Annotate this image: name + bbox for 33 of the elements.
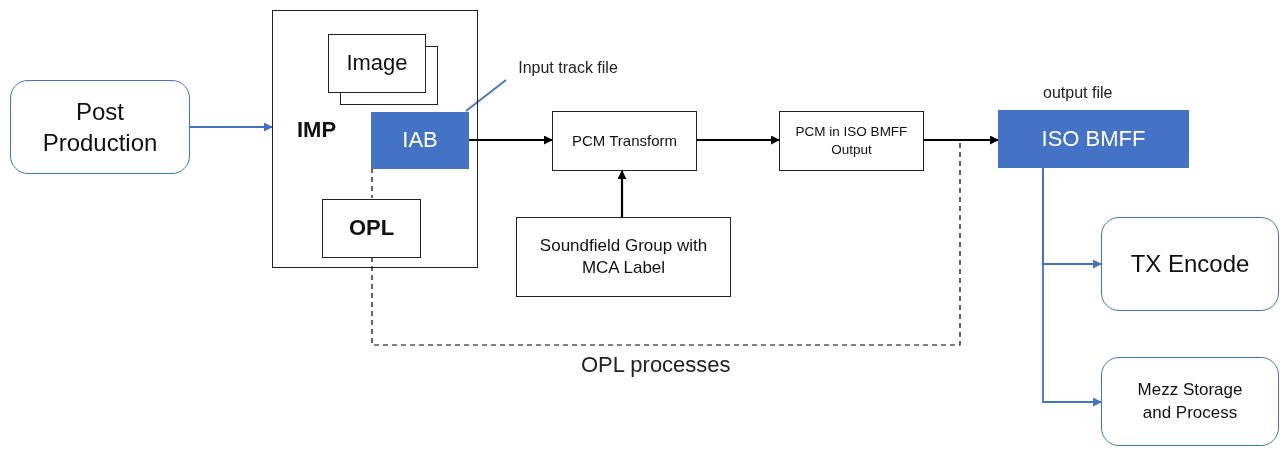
node-caption: output file	[1043, 84, 1113, 102]
node-label: Input track file	[518, 57, 618, 78]
process-box	[10, 80, 190, 174]
node-label: Soundfield Group with MCA Label	[538, 234, 709, 279]
arrow	[1042, 167, 1102, 407]
process-box	[328, 34, 426, 93]
process-box	[1101, 217, 1279, 311]
leader-line	[465, 79, 507, 112]
highlight-box	[998, 110, 1189, 168]
process-box	[552, 111, 697, 171]
node-label: TX Encode	[1130, 249, 1250, 280]
dashed-connector	[371, 167, 373, 199]
process-box	[1101, 357, 1279, 446]
node-label: Post Production	[41, 96, 159, 158]
node-label: PCM in ISO BMFF Output	[794, 123, 909, 159]
node-label: OPL	[348, 214, 395, 243]
process-box	[516, 217, 731, 297]
arrow	[697, 135, 780, 145]
arrow	[924, 135, 999, 145]
highlight-box	[371, 112, 469, 169]
arrow	[617, 170, 627, 217]
arrow	[189, 122, 273, 132]
box-heading: IMP	[297, 117, 337, 143]
node-label: Image	[346, 49, 408, 78]
node-label: IAB	[402, 126, 438, 155]
node-label: Mezz Storage and Process	[1136, 379, 1244, 424]
arrow	[468, 135, 553, 145]
container-box	[272, 10, 478, 268]
process-box	[779, 111, 924, 171]
node-label: ISO BMFF	[1041, 124, 1146, 153]
dashed-connector	[371, 140, 961, 346]
node-label: PCM Transform	[572, 131, 677, 151]
process-box	[322, 199, 421, 258]
